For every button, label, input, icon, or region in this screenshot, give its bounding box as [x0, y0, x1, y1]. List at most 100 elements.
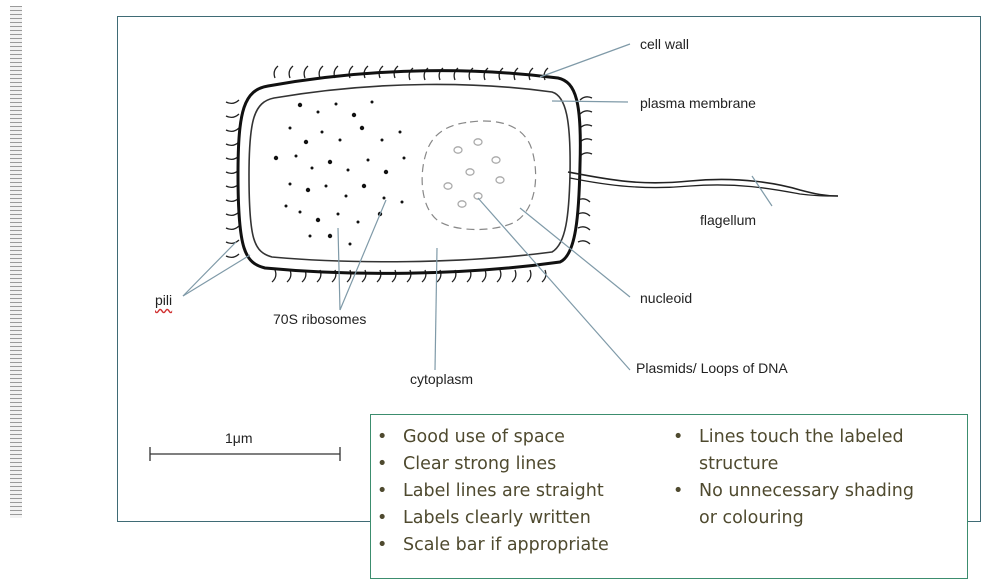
ribosome	[357, 221, 360, 224]
pilus	[484, 68, 488, 80]
plasmid-loop	[466, 169, 474, 175]
scale-bar	[150, 447, 340, 461]
ribosome	[274, 156, 278, 160]
ribosome	[317, 111, 320, 114]
pilus	[319, 66, 323, 78]
ribosome	[347, 169, 350, 172]
label-plasma-membrane: plasma membrane	[640, 95, 756, 111]
checklist-item: •Scale bar if appropriate	[371, 532, 609, 559]
pilus	[226, 226, 239, 229]
cytoplasm-leader	[435, 248, 437, 370]
ribosome	[360, 126, 364, 130]
pilus	[527, 270, 531, 282]
ribosome	[298, 103, 302, 107]
pilus	[274, 66, 278, 78]
pilus	[226, 254, 239, 257]
plasmid-leader	[478, 198, 630, 370]
checklist-item: •Labels clearly written	[371, 505, 609, 532]
cell-wall-outline	[238, 71, 580, 274]
flagellum-leader	[752, 176, 772, 206]
ribosome	[316, 218, 320, 222]
cell-wall-leader	[540, 44, 630, 77]
pilus	[289, 66, 293, 78]
label-cell-wall: cell wall	[640, 36, 689, 52]
ribosome	[381, 139, 384, 142]
pilus	[272, 270, 276, 282]
checklist-left-column: •Good use of space •Clear strong lines •…	[371, 424, 609, 559]
pilus	[226, 128, 239, 131]
label-plasmids: Plasmids/ Loops of DNA	[636, 360, 788, 376]
plasmid-loop	[474, 139, 482, 145]
ribosome	[383, 197, 386, 200]
ribosome	[321, 131, 324, 134]
plasmid-loop	[454, 147, 462, 153]
plasmid-loop	[492, 157, 500, 163]
ribosome	[403, 157, 406, 160]
ribosome	[289, 183, 292, 186]
pilus	[512, 270, 516, 282]
ribosome-dots	[274, 101, 406, 246]
pilus	[304, 66, 308, 78]
nucleoid-leader	[520, 208, 630, 297]
label-nucleoid: nucleoid	[640, 290, 692, 306]
ribosome	[345, 195, 348, 198]
ribosome	[299, 211, 302, 214]
plasmid-circles	[444, 139, 504, 207]
checklist-item: •No unnecessary shadingor colouring	[667, 478, 914, 532]
ribosome	[337, 213, 340, 216]
ribosome	[325, 185, 328, 188]
label-pili: pili	[155, 292, 172, 308]
label-cytoplasm: cytoplasm	[410, 371, 473, 387]
ribosome	[384, 170, 388, 174]
pilus	[482, 270, 486, 282]
ribosome	[371, 101, 374, 104]
ribosome	[295, 155, 298, 158]
ribosome	[306, 188, 310, 192]
ribosome	[289, 127, 292, 130]
ribosome	[367, 159, 370, 162]
plasmid-loop	[444, 183, 452, 189]
ribosome	[311, 167, 314, 170]
label-flagellum: flagellum	[700, 212, 756, 228]
pilus	[578, 241, 590, 244]
ribosome	[339, 139, 342, 142]
ribosome	[352, 113, 356, 117]
drawing-checklist-box: •Good use of space •Clear strong lines •…	[370, 414, 968, 579]
ribosome	[328, 234, 332, 238]
label-scale-bar: 1μm	[225, 430, 253, 446]
pilus	[226, 142, 239, 145]
pilus	[497, 270, 501, 282]
ribosome-leader-2	[340, 200, 386, 310]
ribosome-leader-1	[338, 228, 340, 310]
pilus	[580, 97, 592, 100]
ribosome	[309, 235, 312, 238]
ribosome	[328, 160, 332, 164]
pilus	[578, 213, 590, 216]
ribosome	[349, 243, 352, 246]
plasmid-loop	[458, 201, 466, 207]
leader-lines	[183, 44, 772, 370]
pilus	[580, 111, 592, 114]
checklist-item: •Good use of space	[371, 424, 609, 451]
ribosome	[335, 103, 338, 106]
pilus	[226, 100, 239, 103]
plasmid-loop	[496, 177, 504, 183]
pilus	[377, 270, 381, 282]
pilus	[580, 125, 592, 128]
ribosome	[304, 140, 308, 144]
checklist-item: •Clear strong lines	[371, 451, 609, 478]
ribosome	[399, 131, 402, 134]
pilus	[580, 153, 592, 156]
pilus	[226, 212, 239, 215]
nucleoid-outline	[422, 121, 536, 229]
ribosome	[285, 205, 288, 208]
pili-hairs	[226, 66, 592, 282]
label-70s-ribosomes: 70S ribosomes	[273, 311, 366, 327]
pilus	[578, 227, 590, 230]
plasma-membrane-leader	[552, 101, 628, 102]
pilus	[226, 114, 239, 117]
checklist-item: •Label lines are straight	[371, 478, 609, 505]
ribosome	[401, 201, 404, 204]
pilus	[392, 270, 396, 282]
